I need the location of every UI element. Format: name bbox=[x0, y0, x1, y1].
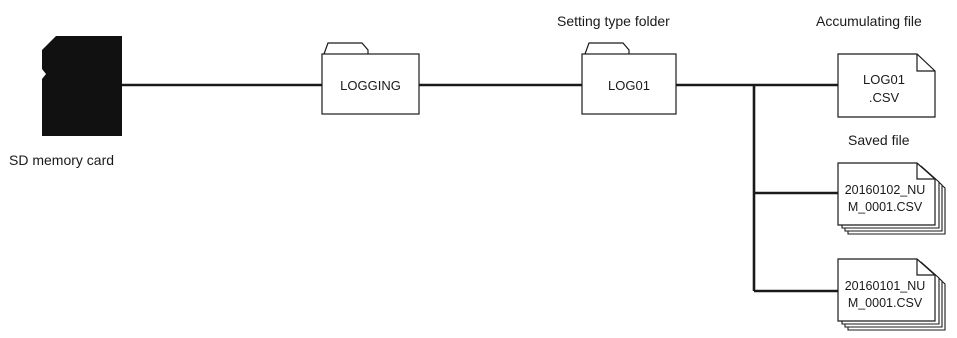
saved-file-name-line2: M_0001.CSV bbox=[848, 200, 923, 214]
accumulating-file-icon: LOG01 .CSV bbox=[837, 53, 936, 118]
connectors bbox=[122, 83, 838, 293]
logging-folder-icon: LOGGING bbox=[321, 42, 420, 115]
accumulating-file-name-line1: LOG01 bbox=[863, 72, 905, 87]
setting-type-folder-caption: Setting type folder bbox=[557, 13, 670, 29]
setting-type-folder-icon: LOG01 bbox=[581, 42, 677, 115]
saved-file-name-line1: 20160102_NU bbox=[845, 183, 926, 197]
saved-file-name-line2: M_0001.CSV bbox=[848, 296, 923, 310]
accumulating-file-caption: Accumulating file bbox=[816, 13, 922, 29]
logging-folder-label: LOGGING bbox=[340, 78, 401, 93]
saved-file-caption: Saved file bbox=[848, 132, 910, 148]
sd-card-icon bbox=[42, 36, 122, 136]
saved-file-stack-icon: 20160102_NU M_0001.CSV bbox=[837, 162, 946, 235]
saved-file-stack-icon: 20160101_NU M_0001.CSV bbox=[837, 258, 946, 331]
sd-card-label: SD memory card bbox=[9, 152, 115, 168]
saved-file-name-line1: 20160101_NU bbox=[845, 279, 926, 293]
setting-type-folder-label: LOG01 bbox=[608, 78, 650, 93]
accumulating-file-name-line2: .CSV bbox=[869, 90, 900, 105]
